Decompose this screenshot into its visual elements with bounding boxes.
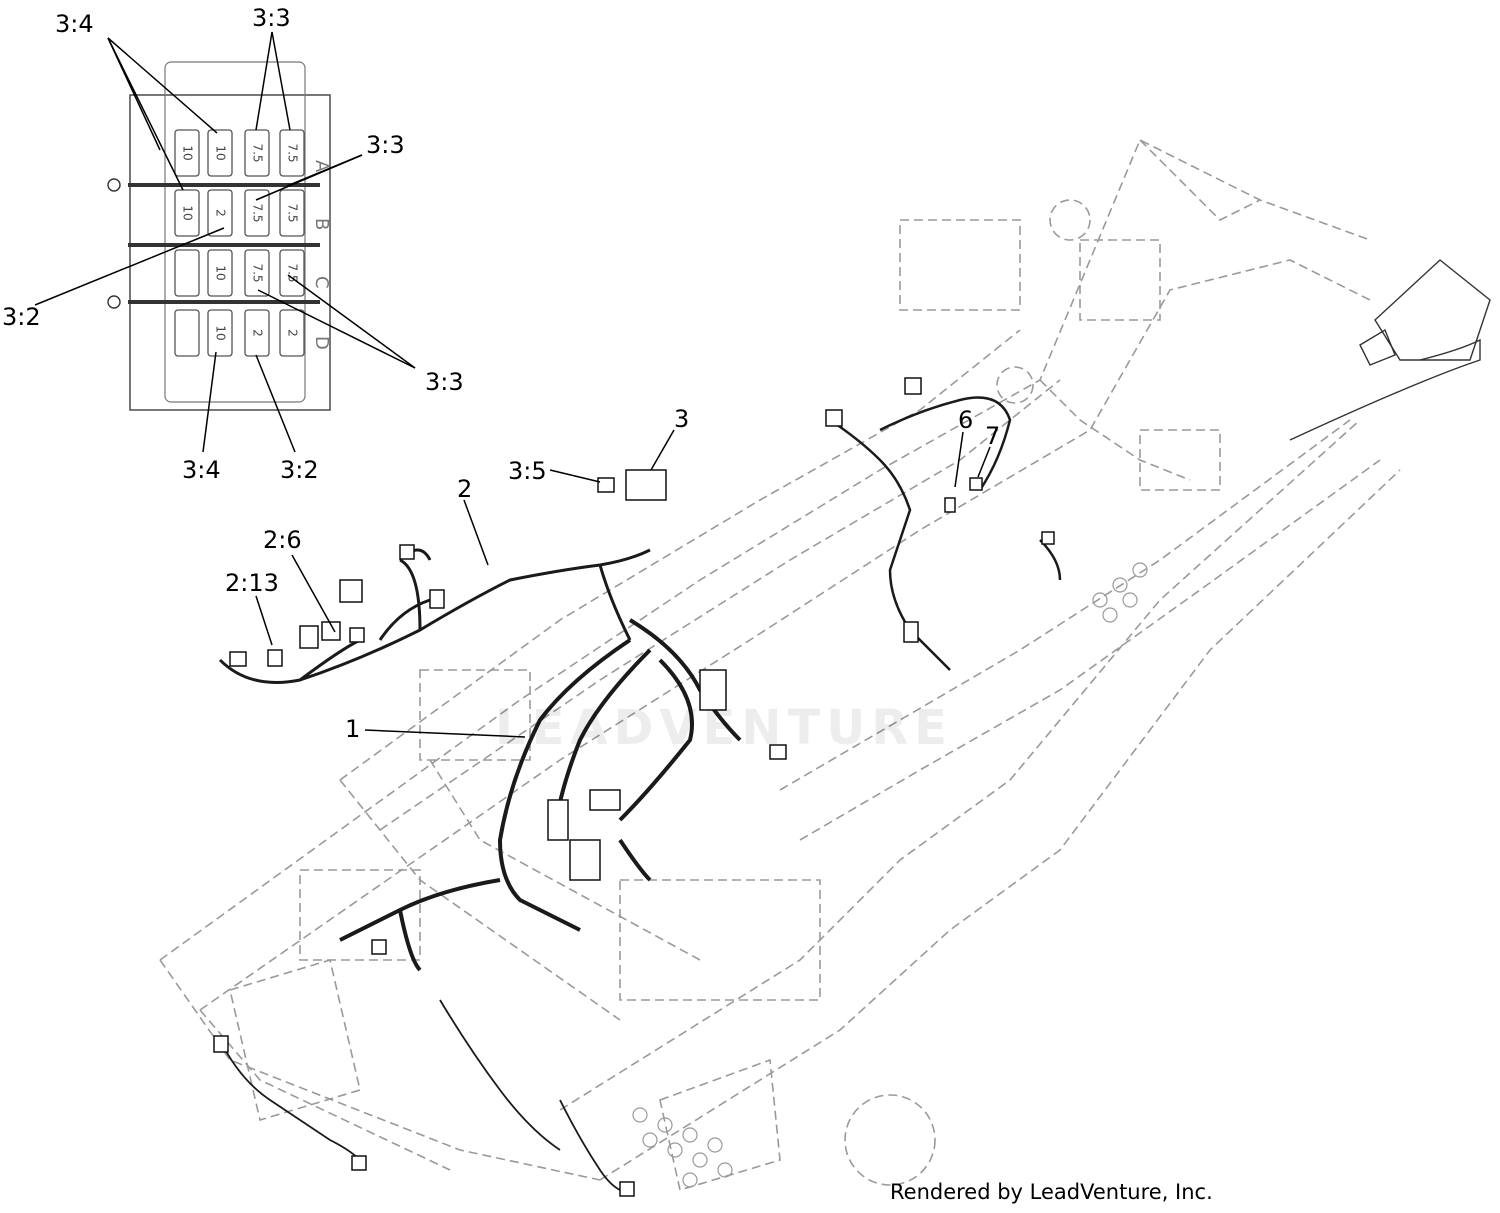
callout-3: 3 bbox=[674, 405, 690, 433]
fuse-row-letter: D bbox=[311, 336, 332, 350]
fuse-slot bbox=[244, 249, 270, 297]
fuse-slot bbox=[207, 249, 233, 297]
callout-6: 6 bbox=[958, 406, 974, 434]
fuse-rating: 7.5 bbox=[286, 143, 300, 162]
fuse-slot bbox=[279, 189, 305, 237]
callout-3-5: 3:5 bbox=[508, 457, 547, 485]
fuse-rating: 7.5 bbox=[251, 203, 265, 222]
callout-3-3-lower: 3:3 bbox=[425, 368, 464, 396]
fuse-rating: 2 bbox=[214, 209, 228, 217]
callout-7: 7 bbox=[985, 422, 1001, 450]
callout-3-4-bottom: 3:4 bbox=[182, 456, 221, 484]
frame-holes bbox=[632, 562, 1148, 1188]
fuse-rating: 7.5 bbox=[286, 203, 300, 222]
fuse-rating: 10 bbox=[181, 145, 195, 160]
fuse-rating: 10 bbox=[214, 325, 228, 340]
harness-rear bbox=[829, 396, 1062, 671]
fuse-slot bbox=[279, 249, 305, 297]
fuse-rating: 10 bbox=[214, 145, 228, 160]
vehicle-frame bbox=[159, 138, 1401, 1192]
fuse-slot bbox=[244, 189, 270, 237]
fuse-row-letter: B bbox=[311, 218, 332, 230]
harness-front bbox=[219, 999, 621, 1191]
fuse-slot bbox=[174, 129, 200, 177]
callout-3-2-left: 3:2 bbox=[2, 303, 41, 331]
leader-lines bbox=[34, 31, 991, 738]
callout-1: 1 bbox=[345, 715, 361, 743]
credit-text: Rendered by LeadVenture, Inc. bbox=[890, 1180, 1213, 1204]
fuse-row-letter: C bbox=[311, 276, 332, 289]
fuse-rating: 10 bbox=[214, 265, 228, 280]
callout-2-13: 2:13 bbox=[225, 569, 279, 597]
fuse-slot bbox=[174, 189, 200, 237]
callout-2-6: 2:6 bbox=[263, 526, 302, 554]
callout-3-3-top: 3:3 bbox=[252, 4, 291, 32]
fuse-slot bbox=[279, 309, 305, 357]
fuse-rating: 7.5 bbox=[286, 263, 300, 282]
fuse-slot bbox=[279, 129, 305, 177]
fuse-rating: 10 bbox=[181, 205, 195, 220]
callout-3-4-top: 3:4 bbox=[55, 10, 94, 38]
actuator-motor bbox=[1289, 259, 1491, 441]
harness-2 bbox=[218, 548, 651, 684]
callout-3-2-bottom: 3:2 bbox=[280, 456, 319, 484]
watermark: LEADVENTURE bbox=[495, 700, 953, 756]
fuse-rating: 7.5 bbox=[251, 263, 265, 282]
fuse-slot bbox=[207, 129, 233, 177]
fuse-slot bbox=[207, 309, 233, 357]
harness-1 bbox=[339, 618, 742, 972]
fuse-slot bbox=[174, 249, 200, 297]
fuse-rating: 2 bbox=[286, 329, 300, 337]
fuse-rating: 7.5 bbox=[251, 143, 265, 162]
fuse-slot bbox=[207, 189, 233, 237]
fuse-slot bbox=[244, 129, 270, 177]
fuse-slot bbox=[174, 309, 200, 357]
connectors bbox=[213, 377, 1055, 1197]
callout-2: 2 bbox=[457, 475, 473, 503]
callout-3-3-right: 3:3 bbox=[366, 131, 405, 159]
fuse-rating: 2 bbox=[251, 329, 265, 337]
